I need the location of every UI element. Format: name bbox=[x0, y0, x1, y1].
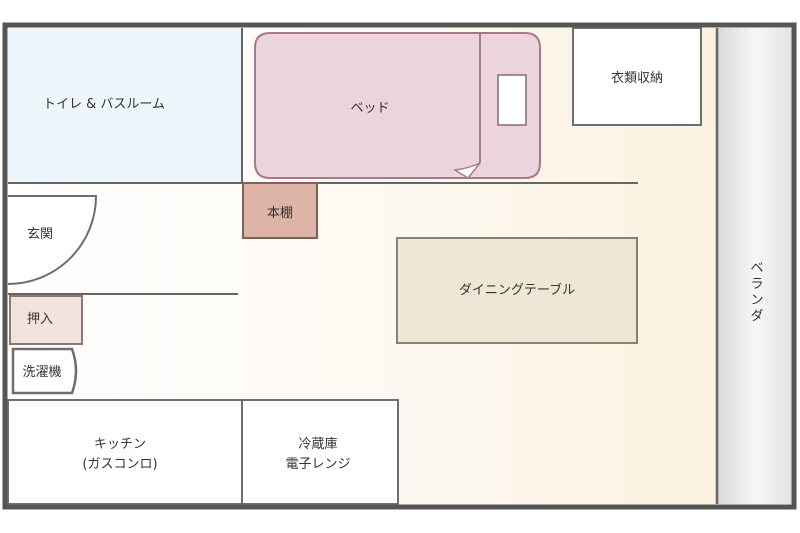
bed bbox=[254, 32, 541, 179]
veranda-char: ン bbox=[750, 293, 763, 308]
veranda-label: ベ ラ ン ダ bbox=[750, 261, 763, 324]
veranda bbox=[718, 28, 792, 504]
oshiire bbox=[9, 295, 83, 345]
bathroom-area bbox=[8, 28, 242, 183]
kitchen-label-line2: (ガスコンロ) bbox=[82, 457, 157, 472]
bed-label: ベッド bbox=[350, 101, 389, 116]
washer bbox=[11, 347, 78, 395]
veranda-char: ラ bbox=[750, 277, 763, 292]
fridge-label-line1: 冷蔵庫 bbox=[298, 437, 337, 452]
closet bbox=[572, 27, 702, 126]
fridge-label-line2: 電子レンジ bbox=[285, 457, 350, 472]
bed-fold bbox=[452, 162, 481, 179]
outer-wall bbox=[2, 22, 797, 510]
bookshelf bbox=[242, 182, 318, 239]
bathroom-label: トイレ & バスルーム bbox=[43, 97, 165, 112]
entrance-label: 玄関 bbox=[27, 227, 53, 242]
entrance-door bbox=[7, 195, 98, 285]
kitchen-label-line1: キッチン bbox=[94, 437, 146, 452]
dining-table-label: ダイニングテーブル bbox=[459, 282, 575, 298]
bookshelf-label: 本棚 bbox=[267, 206, 293, 221]
veranda-char: ダ bbox=[750, 309, 763, 324]
fridge-microwave bbox=[241, 399, 399, 505]
dining-table bbox=[396, 237, 638, 344]
closet-label: 衣類収納 bbox=[611, 70, 663, 86]
washer-label: 洗濯機 bbox=[22, 365, 61, 380]
kitchen bbox=[7, 399, 243, 505]
oshiire-label: 押入 bbox=[27, 312, 53, 327]
veranda-char: ベ bbox=[750, 261, 763, 276]
pillow bbox=[497, 74, 527, 126]
